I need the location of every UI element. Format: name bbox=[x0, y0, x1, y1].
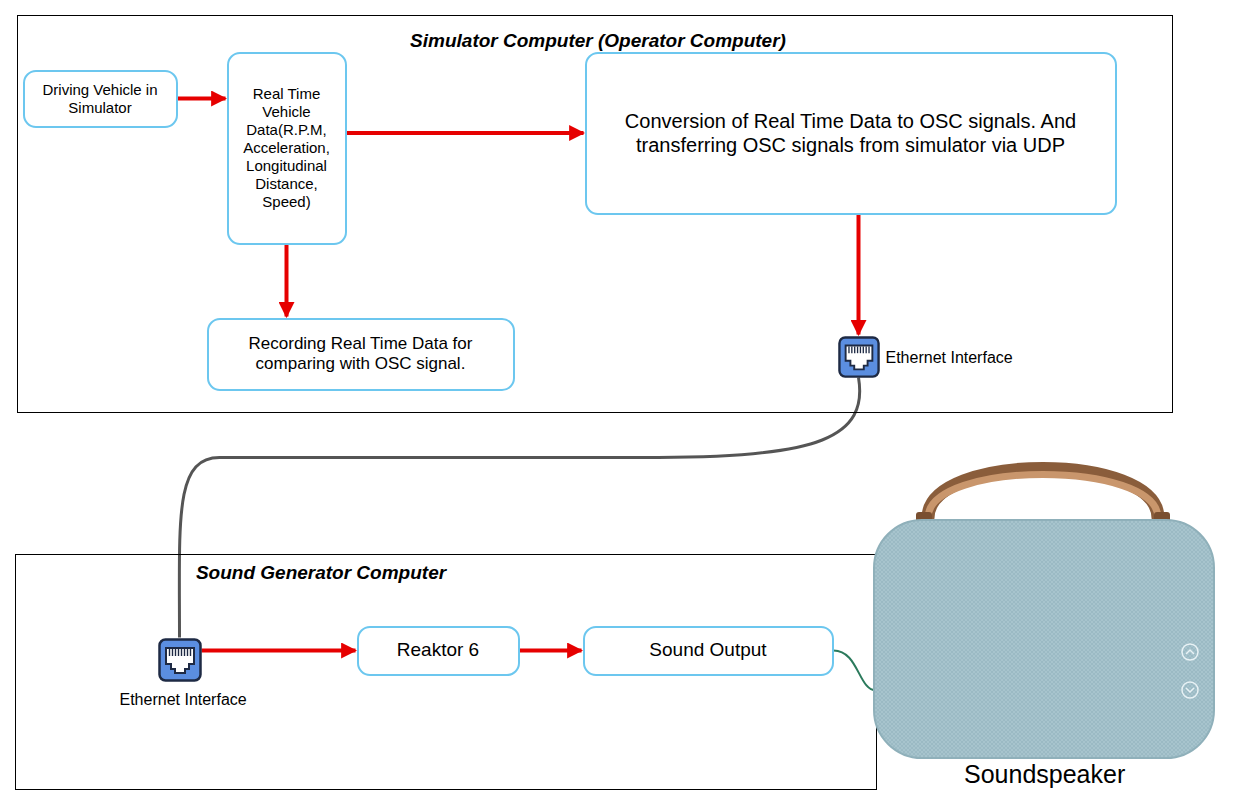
port-label: Ethernet Interface bbox=[120, 690, 247, 709]
speaker-handle bbox=[928, 475, 1158, 519]
record-box: Recording Real Time Data for comparing w… bbox=[207, 318, 515, 391]
process-box: Driving Vehicle in Simulator bbox=[23, 70, 178, 128]
port-pin bbox=[180, 649, 181, 656]
network-cable bbox=[179, 378, 859, 638]
port-label: Ethernet Interface bbox=[886, 348, 1013, 367]
process-box: Conversion of Real Time Data to OSC sign… bbox=[585, 52, 1117, 215]
volume-down-symbol bbox=[1186, 688, 1194, 692]
ethernet-icon bbox=[158, 638, 202, 682]
speaker: Soundspeaker bbox=[868, 452, 1218, 760]
volume-up-symbol bbox=[1186, 650, 1194, 654]
speaker-body bbox=[874, 520, 1214, 758]
speaker-illustration bbox=[868, 452, 1218, 760]
port-socket bbox=[845, 345, 872, 369]
port-pin bbox=[186, 649, 187, 656]
box-text: Real Time Vehicle Data(R.P.M, Accelerati… bbox=[235, 85, 339, 211]
flow-arrow bbox=[202, 649, 356, 653]
output-box: Sound Output bbox=[583, 626, 834, 676]
port-pin bbox=[865, 346, 866, 353]
volume-down-button bbox=[1182, 682, 1198, 698]
speaker-label: Soundspeaker bbox=[964, 759, 1125, 789]
port-pin bbox=[851, 346, 852, 353]
port-body bbox=[159, 639, 200, 680]
port-pin bbox=[848, 346, 849, 353]
box-text: Sound Output bbox=[649, 639, 766, 662]
volume-up-button bbox=[1182, 644, 1198, 660]
computer-region: Simulator Computer (Operator Computer) Dr… bbox=[17, 15, 1173, 413]
port-pin bbox=[854, 346, 855, 353]
port-body bbox=[839, 337, 878, 376]
flow-arrow bbox=[285, 245, 289, 317]
region-title: Simulator Computer (Operator Computer) bbox=[410, 30, 786, 53]
port-pin bbox=[168, 649, 169, 656]
port-pin bbox=[177, 649, 178, 656]
port-pin bbox=[174, 649, 175, 656]
port-pin bbox=[189, 649, 190, 656]
computer-region: Sound Generator ComputerEthernet Interfa… bbox=[15, 554, 877, 790]
port-pin bbox=[171, 649, 172, 656]
box-text: Conversion of Real Time Data to OSC sign… bbox=[593, 109, 1109, 157]
box-text: Recording Real Time Data for comparing w… bbox=[215, 334, 507, 375]
flow-arrow bbox=[857, 215, 861, 335]
port-pin bbox=[868, 346, 869, 353]
port-pin bbox=[856, 346, 857, 353]
ethernet-port: Ethernet Interface bbox=[158, 638, 202, 682]
audio-cable bbox=[834, 651, 877, 691]
region-title: Sound Generator Computer bbox=[196, 562, 446, 585]
flow-arrow bbox=[520, 649, 582, 653]
ethernet-port: Ethernet Interface bbox=[838, 336, 880, 378]
port-socket bbox=[166, 648, 194, 673]
port-pin bbox=[183, 649, 184, 656]
flow-arrow bbox=[347, 131, 584, 135]
port-pin bbox=[859, 346, 860, 353]
flow-arrow bbox=[178, 97, 226, 101]
box-text: Reaktor 6 bbox=[397, 639, 479, 662]
port-pin bbox=[862, 346, 863, 353]
software-box: Reaktor 6 bbox=[357, 626, 520, 676]
box-text: Driving Vehicle in Simulator bbox=[31, 81, 170, 117]
speaker-handle bbox=[928, 469, 1158, 519]
ethernet-icon bbox=[838, 336, 880, 378]
data-box: Real Time Vehicle Data(R.P.M, Accelerati… bbox=[227, 52, 347, 245]
